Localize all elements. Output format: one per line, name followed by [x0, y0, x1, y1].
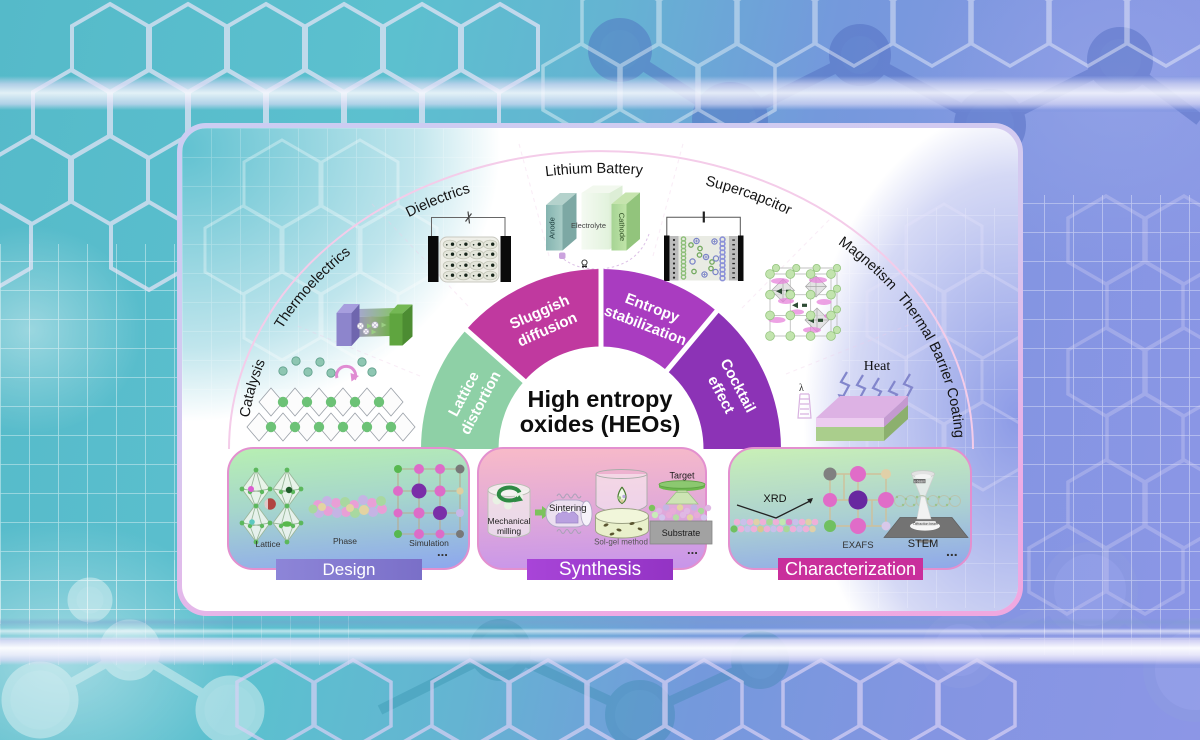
svg-text:EXAFS: EXAFS	[842, 540, 873, 551]
svg-text:milling: milling	[497, 526, 521, 536]
svg-text:XRD: XRD	[763, 493, 786, 505]
svg-text:Phase: Phase	[333, 536, 357, 546]
svg-text:Sol-gel method: Sol-gel method	[594, 538, 648, 547]
svg-text:High entropy: High entropy	[528, 386, 673, 412]
svg-text:Heat: Heat	[864, 359, 891, 374]
svg-text:Target: Target	[669, 471, 695, 481]
svg-text:Substrate: Substrate	[662, 528, 701, 538]
svg-text:Lithium Battery: Lithium Battery	[544, 161, 644, 180]
svg-text:...: ...	[946, 543, 958, 559]
svg-text:Anode: Anode	[548, 217, 557, 239]
svg-text:...: ...	[687, 542, 698, 557]
svg-text:λ: λ	[799, 383, 804, 394]
svg-text:Mechanical: Mechanical	[488, 516, 531, 526]
svg-text:...: ...	[437, 544, 448, 559]
svg-text:oxides (HEOs): oxides (HEOs)	[520, 411, 681, 437]
svg-text:STEM: STEM	[908, 538, 939, 550]
svg-text:Lattice: Lattice	[255, 539, 280, 549]
svg-text:Simulation: Simulation	[409, 538, 449, 548]
svg-text:Diffraction beam: Diffraction beam	[913, 522, 938, 526]
svg-text:Cathode: Cathode	[617, 213, 627, 242]
svg-text:e-beam: e-beam	[914, 479, 925, 483]
svg-text:Electrolyte: Electrolyte	[571, 221, 606, 230]
svg-text:Sintering: Sintering	[549, 503, 587, 514]
